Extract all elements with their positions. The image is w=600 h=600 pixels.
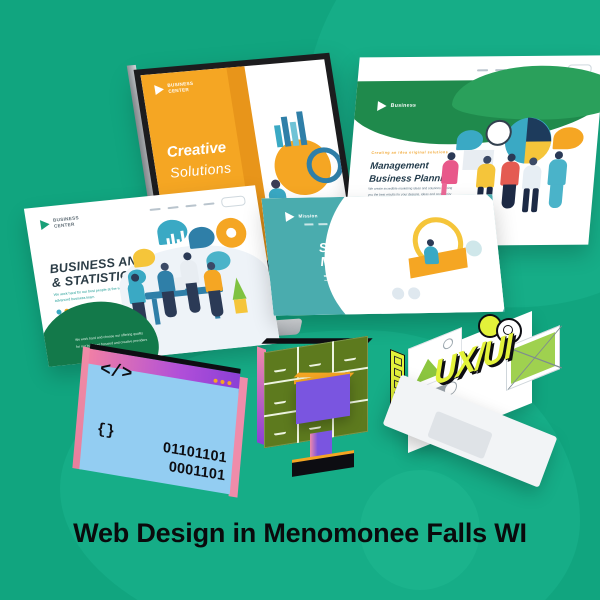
tool-icon-pen[interactable] [393, 355, 402, 367]
drawer-handle[interactable] [274, 431, 286, 436]
mission-sheet: Mission Successful Mission [261, 194, 505, 316]
mgmt-person-head [554, 151, 564, 160]
management-eyebrow: Creating an idea original solutions [371, 150, 449, 155]
filing-cabinet [250, 335, 386, 482]
management-wave-shape-light [450, 65, 600, 121]
drawer-handle[interactable] [309, 426, 321, 431]
brand-mark-icon [284, 211, 296, 222]
analysis-navbar [149, 195, 247, 215]
mission-brand-logo: Mission [284, 211, 319, 222]
brand-mark-icon [377, 100, 388, 112]
drawer-handle[interactable] [274, 368, 286, 373]
mgmt-illus-wedge-yellow [524, 141, 552, 164]
binary-text: 01101101 0001101 [161, 440, 227, 485]
mission-person-body [423, 246, 440, 265]
brand-mark-icon [154, 83, 165, 95]
open-drawer[interactable] [296, 373, 350, 425]
page-title: Web Design in Menomonee Falls WI [73, 518, 527, 548]
mgmt-person-body [440, 160, 460, 185]
uxui-laptop: UX/UI [382, 310, 572, 488]
mission-text-lines [323, 273, 381, 284]
brand-label: Mission [298, 213, 319, 219]
mgmt-person-head [528, 157, 538, 166]
mgmt-chat-bubble-1 [456, 130, 484, 151]
mission-dot-1 [391, 287, 405, 300]
code-tag-icon: </> [99, 359, 134, 385]
gear-center-hole [503, 325, 513, 335]
brand-mark-icon [39, 218, 51, 230]
text-line [324, 278, 381, 282]
nav-dash[interactable] [318, 223, 328, 225]
text-line [323, 273, 381, 277]
mgmt-chat-bubble-2 [552, 127, 585, 150]
drawer-handle[interactable] [309, 363, 321, 368]
mission-title: Successful Mission [318, 238, 392, 270]
window-dot-minimize[interactable] [220, 379, 225, 385]
code-brace-icon: {} [96, 420, 116, 441]
window-dot-maximize[interactable] [227, 380, 232, 386]
nav-dash[interactable] [332, 222, 342, 225]
management-title-line1: Management [369, 160, 430, 172]
mission-card: Mission Successful Mission [261, 194, 505, 316]
mgmt-person-leg [521, 188, 530, 213]
nav-dash[interactable] [167, 206, 179, 210]
nav-dash[interactable] [203, 202, 215, 206]
mgmt-person-body [547, 159, 568, 186]
drawer-handle[interactable] [344, 357, 356, 362]
mission-dot-2 [407, 287, 421, 300]
mgmt-person-body [475, 163, 496, 188]
management-brand-logo: Business [377, 100, 417, 112]
window-dot-close[interactable] [213, 378, 218, 384]
mgmt-person-leg [548, 184, 564, 209]
mgmt-person-body [500, 161, 521, 186]
analysis-plant-pot [233, 298, 248, 314]
mgmt-person-leg [501, 184, 517, 209]
nav-dash[interactable] [476, 69, 489, 72]
nav-dash[interactable] [185, 204, 197, 208]
brand-label: Business [390, 102, 417, 109]
nav-cta-button[interactable] [220, 195, 247, 208]
mission-title-line1: Successful [318, 238, 391, 256]
nav-dash[interactable] [149, 207, 161, 211]
mission-title-line2: Mission [319, 253, 372, 270]
drawer-handle[interactable] [274, 400, 286, 405]
mgmt-person-body [521, 165, 543, 190]
mgmt-person-leg [530, 188, 539, 213]
mgmt-person-head [447, 152, 456, 161]
code-browser-window: </> {} 01101101 0001101 [72, 343, 248, 498]
nav-dash[interactable] [304, 223, 314, 226]
